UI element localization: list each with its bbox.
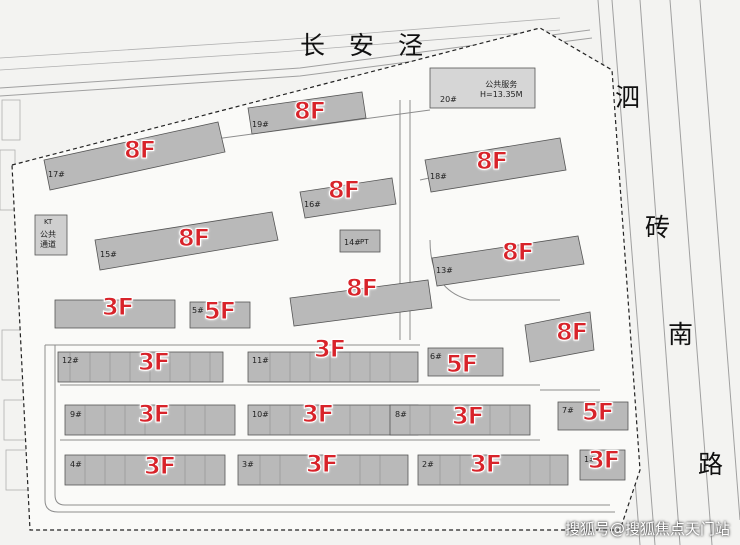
floor-label-8f-mid: 8F [345,274,378,303]
building-number-1: 1# [584,455,596,464]
building-11 [247,351,419,383]
floor-label-8f-18: 8F [475,147,508,176]
building-number-19: 19# [252,120,269,129]
buildings [34,67,629,486]
building-number-20: 20# [440,95,457,104]
building-9 [64,404,236,436]
building-5f-c [557,401,629,431]
pt-tag: PT [360,238,369,246]
building-5f-b [427,347,504,377]
floor-label-3f-12: 3F [137,348,170,377]
building-12 [57,351,224,383]
building-4 [64,454,226,486]
building-13 [431,235,585,287]
building-2 [417,454,569,486]
building-number-4: 4# [70,460,82,469]
floor-label-8f-16: 8F [327,176,360,205]
floor-label-8f-15: 8F [177,224,210,253]
building-number-8: 8# [395,410,407,419]
floor-label-5f-c: 5F [581,398,614,427]
building-kt [34,214,68,256]
north-road-label: 长安泾 [300,31,448,60]
building-14 [339,229,381,253]
floor-label-3f-row1: 3F [101,293,134,322]
east-road-char-3: 南 [668,320,694,349]
floor-label-8f-19: 8F [293,97,326,126]
watermark: 搜狐号@搜狐焦点天门站 [564,520,730,538]
building-number-3: 3# [242,460,254,469]
building-18 [424,137,567,193]
unit-hatching [69,352,551,485]
building-number-14: 14# [344,238,361,247]
floor-label-3f-4: 3F [143,452,176,481]
building-number-11: 11# [252,356,269,365]
floor-label-8f-17: 8F [123,136,156,165]
building-5f-a [189,301,251,329]
building-number-15: 15# [100,250,117,259]
building-number-12: 12# [62,356,79,365]
floor-label-3f-11: 3F [313,335,346,364]
east-road-char-2: 砖 [645,213,671,242]
building-number-16: 16# [304,200,321,209]
building-number-13: 13# [436,266,453,275]
building-number-6: 6# [430,352,442,361]
building-number-7: 7# [562,406,574,415]
east-road-char-4: 路 [698,450,724,479]
floor-label-5f-b: 5F [445,350,478,379]
public-passage-label: 公共 通道 [40,230,56,249]
building-15 [94,211,279,271]
building-number-9: 9# [70,410,82,419]
floor-label-3f-2: 3F [469,450,502,479]
floor-label-8f-east: 8F [555,318,588,347]
kt-tag: KT [44,218,53,226]
building-number-18: 18# [430,172,447,181]
building-20 [429,67,536,109]
building-16 [299,177,397,219]
floor-label-3f-3: 3F [305,450,338,479]
building-number-5: 5# [192,306,204,315]
floor-label-3f-10: 3F [301,400,334,429]
building-3f-row1 [54,299,176,329]
building-17 [43,121,226,191]
building-8 [389,404,531,436]
building-number-17: 17# [48,170,65,179]
floor-label-3f-1: 3F [587,446,620,475]
public-service-label: 公共服务 H=13.35M [480,80,523,99]
floor-label-3f-8: 3F [451,402,484,431]
building-number-2: 2# [422,460,434,469]
floor-label-3f-9: 3F [137,400,170,429]
building-3 [237,454,409,486]
building-19 [247,91,367,135]
floor-label-5f-a: 5F [203,297,236,326]
building-1 [579,449,626,481]
building-number-10: 10# [252,410,269,419]
floor-label-8f-13: 8F [501,238,534,267]
building-8f-mid [289,279,433,327]
building-8f-east [524,311,595,363]
east-road-char-1: 泗 [615,83,641,112]
